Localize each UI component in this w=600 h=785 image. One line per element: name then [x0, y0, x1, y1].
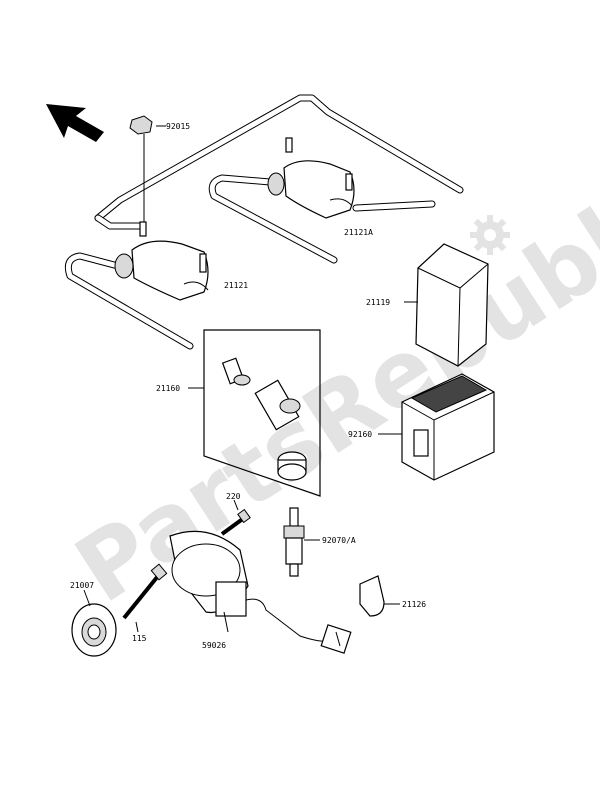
label-220: 220	[226, 492, 241, 501]
label-21126: 21126	[402, 600, 426, 609]
clamp	[359, 575, 400, 617]
label-92070a: 92070/A	[322, 536, 356, 545]
label-92160: 92160	[348, 430, 372, 439]
rotor	[71, 589, 117, 657]
label-59026: 59026	[202, 641, 226, 650]
label-21160: 21160	[156, 384, 180, 393]
label-21119: 21119	[366, 298, 390, 307]
ignition-coil-front	[64, 221, 209, 350]
rotor-bolt	[122, 563, 168, 633]
label-21007: 21007	[70, 581, 94, 590]
label-92015: 92015	[166, 122, 190, 131]
igniter-case	[378, 373, 495, 481]
arrow-front-icon	[46, 104, 104, 142]
ignition-coil-rear	[208, 137, 436, 264]
label-115: 115	[132, 634, 147, 643]
screw	[220, 499, 251, 536]
igniter-unit	[404, 243, 489, 367]
pickup-coil	[169, 530, 352, 654]
spark-plug	[283, 507, 320, 577]
mounting-bolt	[129, 115, 166, 222]
cap-set-box	[188, 329, 321, 497]
cable-loop	[94, 94, 464, 230]
label-21121: 21121	[224, 281, 248, 290]
label-21121a: 21121A	[344, 228, 373, 237]
gear-icon	[470, 215, 510, 255]
